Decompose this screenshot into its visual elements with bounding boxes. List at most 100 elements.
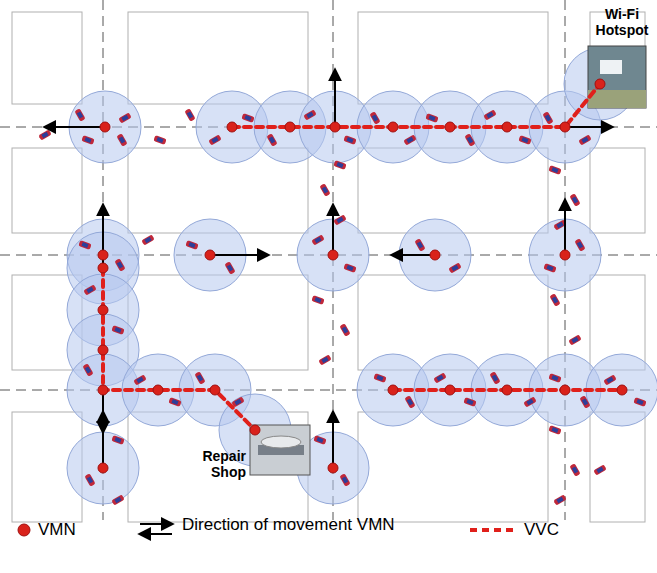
movement-arrow: [102, 412, 104, 468]
car-icon: [425, 113, 438, 123]
car-icon: [433, 372, 446, 383]
car-icon: [38, 129, 51, 140]
legend-text: VMN: [38, 520, 76, 539]
car-icon: [84, 473, 95, 486]
movement-arrow: [392, 254, 435, 256]
car-icon: [184, 108, 195, 121]
city-block: [358, 12, 548, 104]
car-icon: [116, 133, 127, 146]
wifi-sign: [600, 60, 622, 74]
car-icon: [168, 397, 181, 407]
car-icon: [83, 284, 96, 295]
vmn-dot: [153, 385, 163, 395]
movement-arrow: [210, 254, 268, 256]
vmn-dot: [328, 250, 338, 260]
car-icon: [569, 463, 580, 476]
place-label: Repair Shop: [184, 448, 246, 480]
car-icon: [153, 135, 166, 145]
car-icon: [343, 263, 356, 273]
car-icon: [518, 135, 531, 145]
city-block: [12, 12, 82, 104]
place-label: Wi-Fi Hotspot: [592, 6, 652, 38]
car-icon: [194, 371, 205, 384]
car-icon: [333, 160, 346, 170]
legend-vmn-dot: [18, 524, 30, 536]
car-icon: [578, 134, 591, 145]
vmn-dot: [430, 250, 440, 260]
movement-arrow: [564, 200, 566, 255]
car-icon: [542, 111, 553, 124]
vmn-dot: [98, 250, 108, 260]
legend-vvc-line: [470, 528, 515, 532]
car-icon: [333, 214, 346, 225]
car-icon: [548, 373, 561, 383]
car-icon: [548, 165, 561, 175]
vmn-dot: [205, 250, 215, 260]
car-icon: [82, 363, 93, 376]
car-icon: [111, 494, 124, 505]
car-icon: [224, 261, 235, 274]
vmn-dot: [227, 122, 237, 132]
car-icon: [373, 373, 386, 383]
car-icon: [543, 263, 556, 273]
movement-arrow: [565, 126, 612, 128]
vmn-dot: [560, 250, 570, 260]
car-icon: [311, 234, 324, 245]
movement-arrow: [332, 205, 334, 255]
car-icon: [81, 135, 94, 145]
car-icon: [339, 473, 350, 486]
car-icon: [78, 240, 91, 250]
vmn-dot: [502, 122, 512, 132]
car-icon: [313, 435, 326, 445]
car-icon: [208, 134, 221, 145]
car-icon: [111, 435, 124, 445]
car-icon: [633, 397, 646, 407]
vvc-path: [103, 268, 255, 430]
car-icon: [574, 238, 585, 251]
repair-shop-photo: [250, 425, 310, 475]
car-icon: [339, 323, 350, 336]
movement-arrow: [45, 126, 105, 128]
car-icon: [548, 425, 561, 435]
city-block: [358, 412, 548, 522]
car-icon: [549, 293, 560, 306]
vmn-dot: [98, 463, 108, 473]
car-icon: [483, 109, 496, 120]
vmn-dot: [98, 345, 108, 355]
car-icon: [568, 334, 581, 345]
legend-text: Direction of movement VMN: [182, 515, 397, 534]
vmn-dot: [595, 79, 605, 89]
vmn-dot: [328, 463, 338, 473]
vmn-dot: [388, 122, 398, 132]
vmn-dot: [617, 385, 627, 395]
car-icon: [74, 108, 85, 121]
vmn-dot: [98, 263, 108, 273]
car-icon: [603, 374, 616, 385]
hotspot-photo: [588, 46, 646, 108]
car-icon: [266, 133, 277, 146]
car-icon: [569, 193, 580, 206]
car-icon: [593, 464, 606, 475]
car-icon: [523, 396, 536, 407]
car-icon: [404, 395, 415, 408]
car-icon: [111, 325, 124, 335]
car-icon: [579, 395, 590, 408]
vmn-dot: [330, 122, 340, 132]
car-icon: [133, 374, 146, 385]
car-icon: [311, 295, 324, 305]
legend-text: VVC: [524, 520, 559, 539]
vmn-dot: [100, 122, 110, 132]
car-icon: [463, 397, 476, 407]
car-icon: [464, 133, 475, 146]
car-icon: [303, 109, 316, 120]
car-icon: [185, 240, 198, 250]
car-icon: [403, 134, 416, 145]
car-icon: [319, 183, 330, 196]
city-block: [128, 12, 308, 104]
car-icon: [489, 371, 500, 384]
vmn-dot: [210, 385, 220, 395]
vmn-dot: [560, 385, 570, 395]
movement-arrow: [334, 70, 336, 127]
vvc-path: [232, 84, 600, 127]
